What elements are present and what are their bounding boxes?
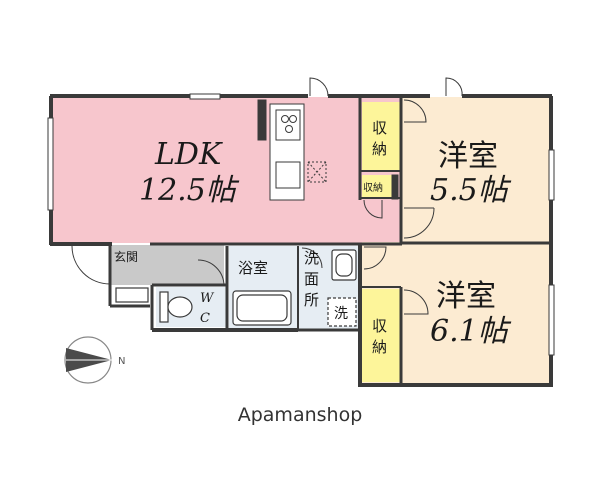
ldk-size: 12.5帖 <box>139 173 240 208</box>
ldk-area <box>52 97 402 243</box>
washer-label: 洗 <box>334 306 348 322</box>
storage1-area <box>362 102 400 170</box>
north-arrow-icon <box>64 336 112 384</box>
entrance-label: 玄関 <box>114 249 138 264</box>
compass-label: N <box>118 356 125 367</box>
washroom-char-3: 所 <box>304 291 319 309</box>
room2-name: 洋室 <box>436 279 496 314</box>
windows <box>47 93 555 356</box>
storage1-char-2: 納 <box>372 140 387 158</box>
room1-name: 洋室 <box>438 139 498 174</box>
washroom-char-1: 洗 <box>304 249 319 267</box>
room1-size: 5.5帖 <box>430 173 512 208</box>
bath-label: 浴室 <box>238 259 268 277</box>
fixtures <box>115 249 357 327</box>
room1-area <box>402 97 550 242</box>
ldk-name: LDK <box>154 137 223 172</box>
wc-char-1: W <box>200 291 215 306</box>
wc-char-2: C <box>200 311 210 326</box>
brand-logo-text: Apamanshop <box>237 404 363 426</box>
room2-size: 6.1帖 <box>430 314 512 349</box>
door-swings <box>71 77 463 315</box>
washroom-char-2: 面 <box>304 270 319 288</box>
kitchen <box>257 99 399 201</box>
hall-area <box>152 245 224 285</box>
storage2-char-2: 納 <box>372 338 387 356</box>
storage2-char-1: 収 <box>372 317 387 335</box>
storage2-area <box>362 289 400 382</box>
storage-small-label: 収納 <box>363 181 383 194</box>
entrance-area <box>110 245 152 285</box>
storage-small-area <box>362 175 398 197</box>
storage1-char-1: 収 <box>372 119 387 137</box>
